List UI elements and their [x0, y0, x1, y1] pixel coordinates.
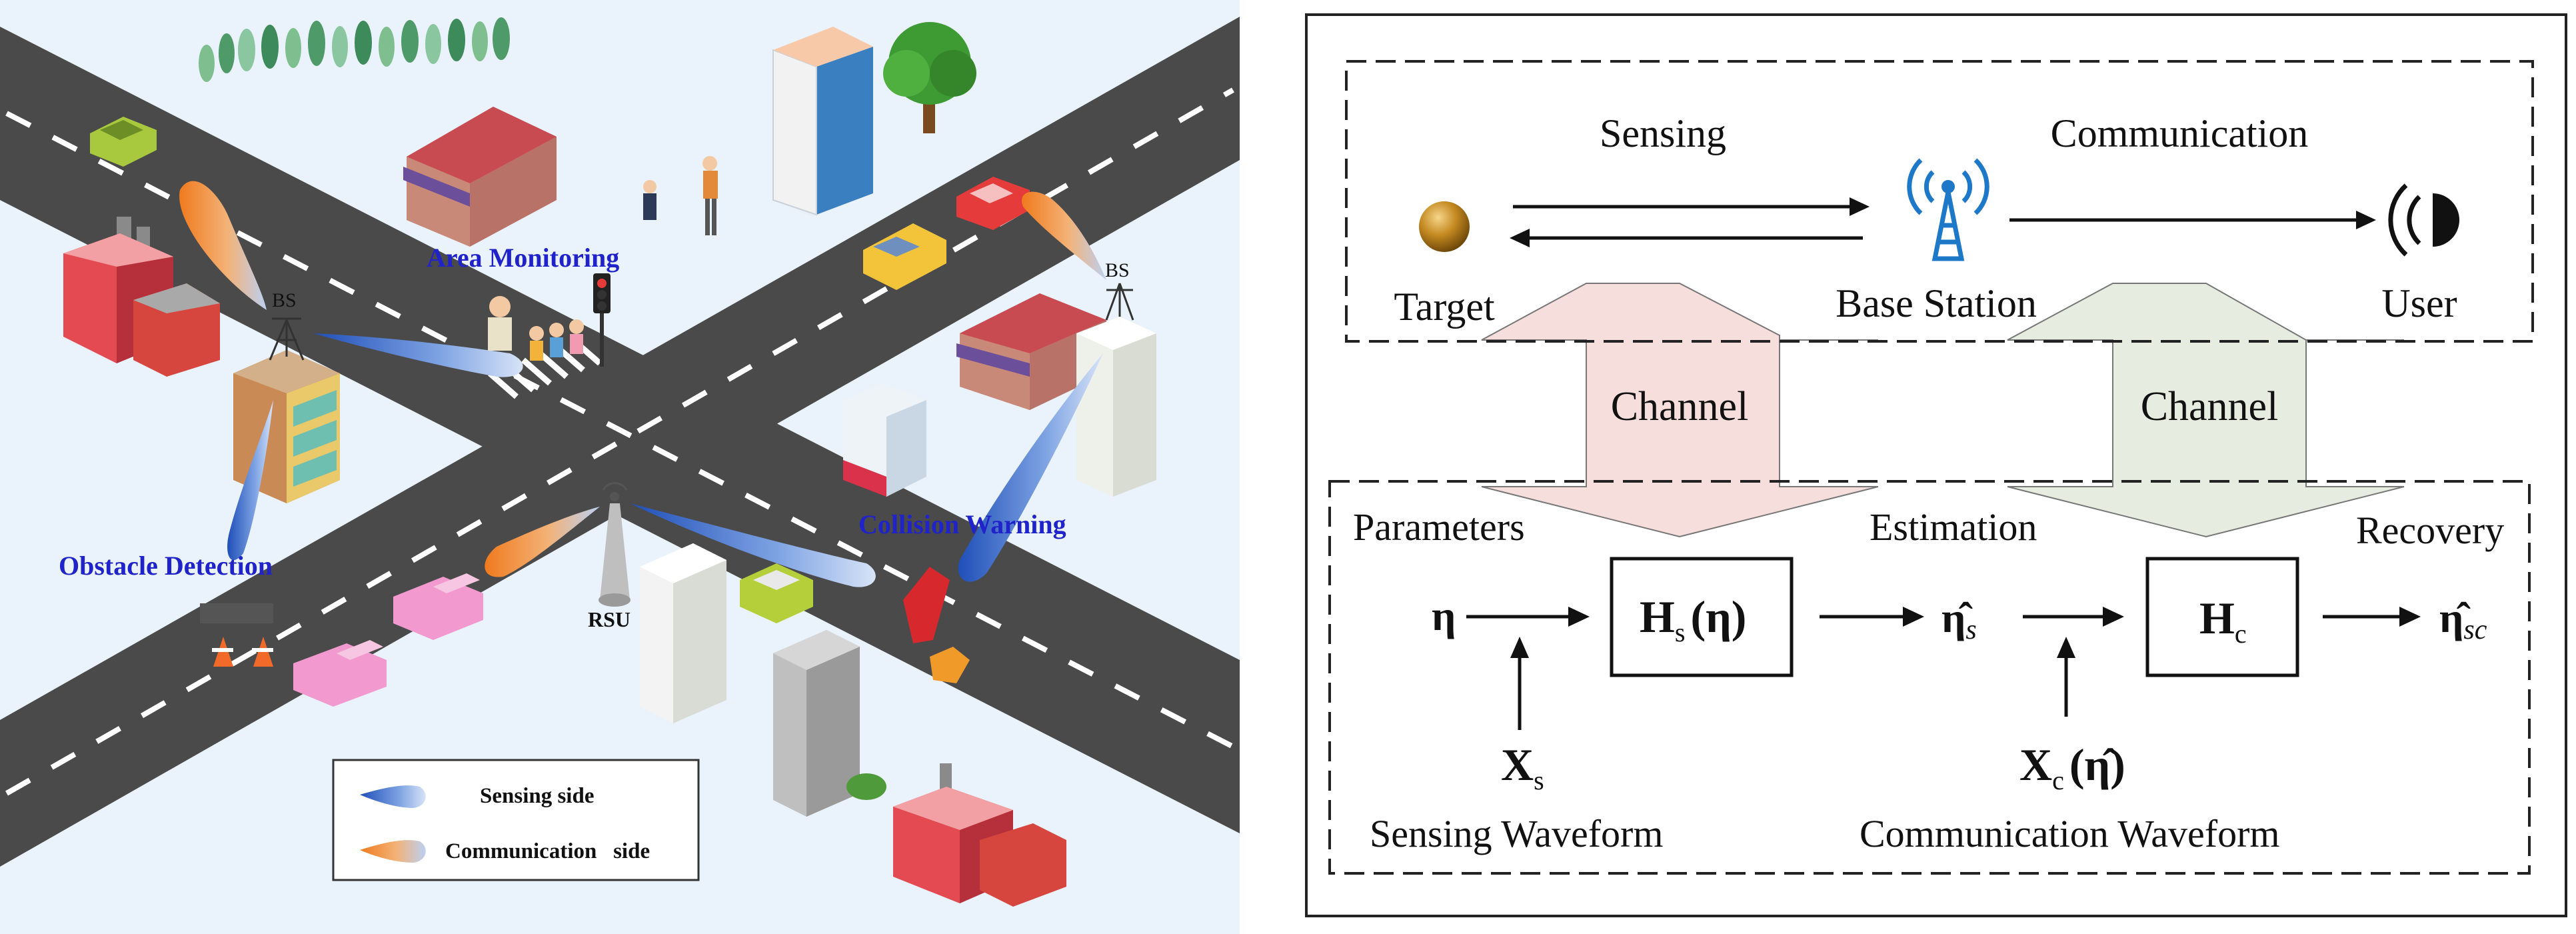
car-top-left: [90, 117, 157, 167]
label-sensing: Sensing: [1600, 111, 1726, 155]
symbol-eta: η: [1432, 592, 1456, 639]
factory-bottom-right: [893, 763, 1066, 907]
label-collision-warning: Collision Warning: [858, 509, 1066, 539]
beam-bs-left-upper: [179, 181, 267, 310]
arrow-to-user: [2009, 211, 2376, 229]
big-tree: [883, 22, 976, 133]
label-base-station: Base Station: [1836, 281, 2037, 325]
eta-hat-s-sub: s: [1965, 615, 1976, 645]
pedestrians: [643, 156, 718, 235]
xc-arg: (η̂): [2069, 739, 2125, 790]
top-dashed-box: [1345, 60, 2534, 343]
hs-block: [1610, 557, 1794, 677]
beam-bs-right-upper: [1022, 191, 1106, 280]
label-parameters: Parameters: [1353, 505, 1525, 549]
label-estimation: Estimation: [1870, 505, 2037, 549]
hospital: [843, 383, 926, 497]
legend-communication-label: Communication side: [445, 839, 650, 863]
car-green-middle: [740, 563, 813, 623]
arrow-eta-hat-s-to-hc: [2023, 607, 2124, 627]
road-sw-ne: [0, 17, 1240, 867]
xs-main: X: [1501, 739, 1534, 790]
arrow-hc-to-eta-hat-sc: [2323, 607, 2421, 627]
tree-row: [199, 17, 510, 82]
base-station-tower-icon: [1907, 158, 1989, 261]
arrow-xc-up: [2057, 637, 2075, 717]
xs-sub: s: [1534, 765, 1544, 795]
arrow-eta-to-hs: [1466, 607, 1590, 627]
legend-sensing-swatch: [360, 785, 426, 808]
bottom-dashed-box: [1328, 480, 2531, 875]
label-user: User: [2381, 281, 2457, 325]
hc-block: [2145, 557, 2299, 677]
arrow-xs-up: [1510, 637, 1529, 730]
label-rsu: RSU: [588, 607, 631, 631]
arrow-hs-to-eta-hat-s: [1820, 607, 1924, 627]
factory-left: [63, 217, 220, 377]
car-red-top-right: [956, 177, 1030, 230]
hs-arg: (η): [1690, 591, 1746, 642]
label-obstacle-detection: Obstacle Detection: [59, 551, 273, 581]
shop-top: [403, 107, 557, 247]
legend: Sensing side Communication side: [332, 759, 700, 881]
glass-tower: [772, 27, 873, 217]
hc-main: H: [2199, 593, 2235, 643]
van-pink-2: [293, 640, 387, 707]
label-area-monitoring: Area Monitoring: [427, 243, 619, 273]
label-communication: Communication: [2051, 111, 2309, 155]
crossing-people: [488, 296, 584, 361]
xc-main: X: [2019, 739, 2052, 790]
roadwork-obstacle: [200, 603, 273, 667]
truck-yellow: [863, 223, 946, 290]
legend-communication-swatch: [360, 840, 426, 863]
label-sensing-waveform: Sensing Waveform: [1370, 812, 1663, 855]
channel-left-label: Channel: [1611, 384, 1749, 429]
symbol-xc: Xc(η̂): [2019, 739, 2125, 795]
diagram-outer-frame: [1305, 13, 2567, 917]
building-mid-grey: [773, 630, 886, 817]
beam-rsu-left: [485, 507, 600, 577]
rsu-tower: [599, 482, 631, 607]
channel-arrow-left: [1481, 283, 1879, 538]
beam-rsu-right: [630, 503, 876, 587]
hs-main: H: [1640, 591, 1675, 642]
hs-sub: s: [1675, 617, 1686, 647]
eta-hat-sc-sub: sc: [2463, 615, 2487, 645]
user-receiver-icon: [2388, 183, 2459, 257]
label-target: Target: [1394, 285, 1495, 329]
hs-block-label: Hs(η): [1640, 591, 1746, 647]
legend-sensing-label: Sensing side: [480, 784, 594, 808]
van-pink-1: [393, 573, 483, 640]
symbol-xs: Xs: [1501, 739, 1544, 795]
label-communication-waveform: Communication Waveform: [1860, 812, 2280, 855]
label-bs-left: BS: [272, 289, 297, 311]
channel-right-label: Channel: [2141, 384, 2279, 429]
beam-bs-left-right: [313, 333, 523, 377]
beam-bs-right-down: [958, 353, 1103, 582]
arrow-to-base-station: [1513, 197, 1870, 216]
crashed-cars: [903, 567, 970, 683]
label-bs-right: BS: [1105, 259, 1130, 281]
label-recovery: Recovery: [2356, 509, 2504, 552]
target-ball-icon: [1419, 201, 1470, 252]
isac-diagram: Channel Channel Sensing Communication: [1305, 13, 2567, 917]
city-scene: Area Monitoring Obstacle Detection Colli…: [0, 0, 1240, 934]
hc-block-label: Hc: [2199, 593, 2247, 649]
hc-sub: c: [2235, 619, 2247, 649]
building-mid-white: [640, 543, 726, 723]
beam-bs-left-down: [227, 400, 273, 561]
arrow-to-target: [1510, 229, 1863, 247]
xc-sub: c: [2052, 765, 2064, 795]
traffic-light: [593, 273, 611, 367]
